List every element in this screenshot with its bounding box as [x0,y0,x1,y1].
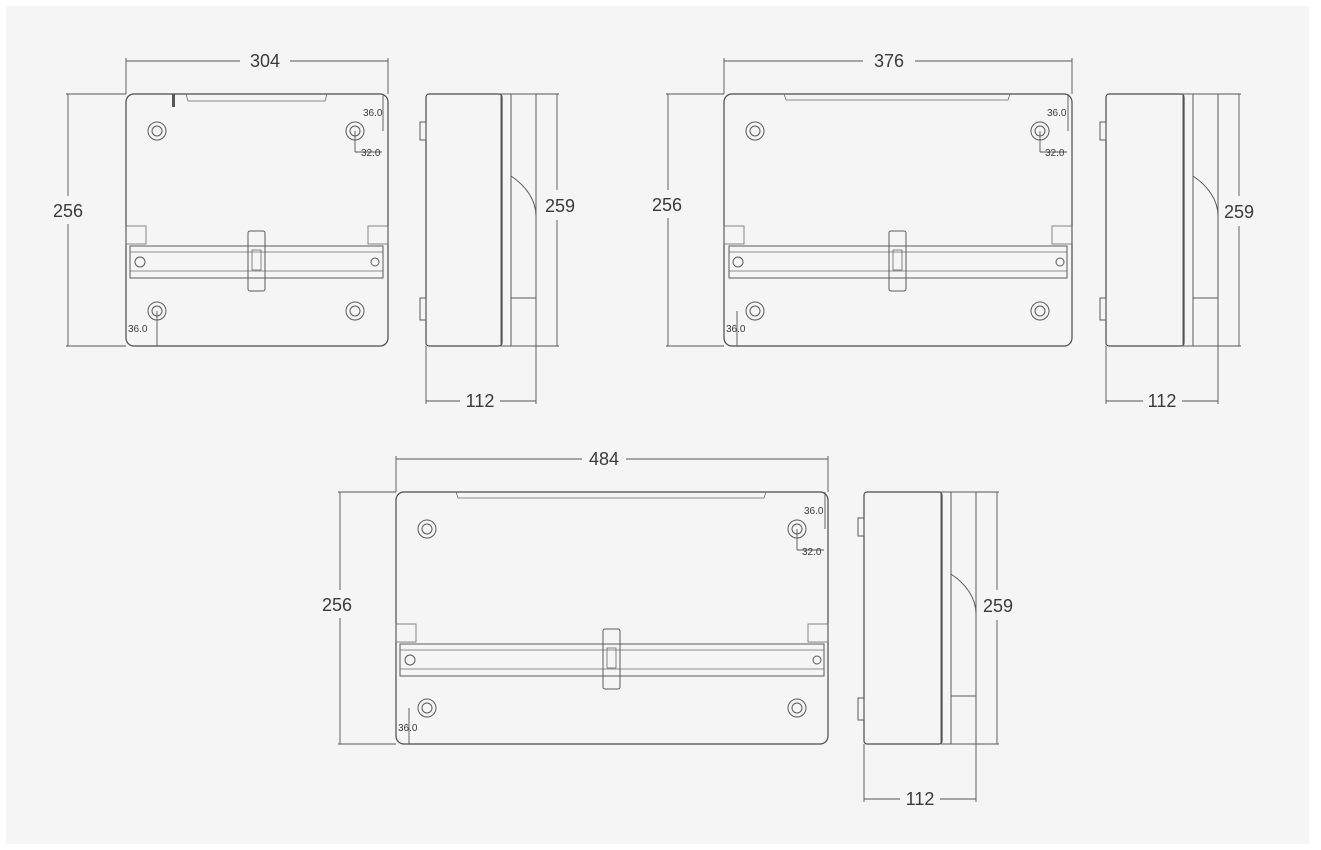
enclosure-front-outline [125,93,389,347]
hole-bottom-label: 36.0 [128,324,148,335]
hole-h-label: 32.0 [1045,148,1065,159]
side-height-label: 259 [545,196,575,216]
width-dimension-304: 304 [125,51,389,94]
depth-dimension: 112 [1105,346,1219,411]
width-label: 376 [874,51,904,71]
side-height-label: 259 [1224,202,1254,222]
hole-v-label: 36.0 [363,108,383,119]
hole-v-label: 36.0 [1047,108,1067,119]
side-height-dimension: 259 [536,93,575,347]
lid-window [510,175,537,299]
lid-hinge [940,491,952,745]
top-lid-edge [455,491,767,499]
keyhole-mount-left [147,121,167,141]
lid-cover [1193,93,1219,347]
top-lid-edge [783,93,1011,101]
hole-h-label: 32.0 [361,148,381,159]
mount-hole-bottom-left [417,698,437,718]
side-clip-bottom [419,297,427,321]
side-clip-bottom [1099,297,1107,321]
depth-label: 112 [1148,391,1177,411]
keyhole-mount-left [417,519,437,539]
front-view-484: 484 256 36.0 32.0 36.0 [322,449,829,745]
side-view-1: 259 112 [419,93,575,411]
side-view-3: 259 112 [857,491,1013,809]
enclosure-front-outline [395,491,829,745]
height-label: 256 [322,595,352,615]
front-view-376: 376 256 36.0 32.0 36.0 [652,51,1073,347]
lid-window [950,573,977,697]
top-tab [172,94,175,107]
side-height-label: 259 [983,596,1013,616]
height-label: 256 [53,201,83,221]
lid-window [1192,175,1219,299]
height-dimension-256: 256 [322,491,396,745]
hole-bottom-label: 36.0 [726,324,746,335]
depth-dimension: 112 [425,346,537,411]
height-label: 256 [652,195,682,215]
hole-v-label: 36.0 [804,506,824,517]
lid-hinge [1182,93,1194,347]
din-rail [395,623,829,690]
hole-dimensions: 36.0 32.0 36.0 [128,94,384,346]
din-rail [125,225,389,292]
mount-hole-bottom-right [1030,301,1050,321]
mount-hole-bottom-right [787,698,807,718]
width-label: 484 [589,449,619,469]
enclosure-front-outline [723,93,1073,347]
depth-dimension: 112 [863,744,977,809]
lid-cover [511,93,537,347]
din-rail [723,225,1073,292]
keyhole-mount-left [745,121,765,141]
top-lid-edge [185,93,328,102]
enclosure-side-body [425,93,503,347]
hole-bottom-label: 36.0 [398,723,418,734]
lid-cover [951,491,977,745]
width-dimension-484: 484 [395,449,829,492]
depth-label: 112 [466,391,495,411]
hole-h-label: 32.0 [802,547,822,558]
depth-label: 112 [906,789,935,809]
enclosure-side-body [1105,93,1185,347]
mount-hole-bottom-right [345,301,365,321]
side-height-dimension: 259 [1218,93,1254,347]
side-view-2: 259 112 [1099,93,1254,411]
hole-dimensions: 36.0 32.0 36.0 [726,94,1069,346]
lid-hinge [500,93,512,347]
side-clip-top [1099,121,1107,141]
side-clip-bottom [857,697,865,721]
height-dimension-256: 256 [652,93,724,347]
front-view-304: 304 256 36.0 32.0 36.0 [53,51,389,347]
height-dimension-256: 256 [53,93,126,347]
width-label: 304 [250,51,280,71]
mount-hole-bottom-left [745,301,765,321]
side-clip-top [857,517,865,537]
hole-dimensions: 36.0 32.0 36.0 [398,492,826,744]
side-height-dimension: 259 [976,491,1013,745]
side-clip-top [419,121,427,141]
enclosure-side-body [863,491,943,745]
width-dimension-376: 376 [723,51,1073,94]
